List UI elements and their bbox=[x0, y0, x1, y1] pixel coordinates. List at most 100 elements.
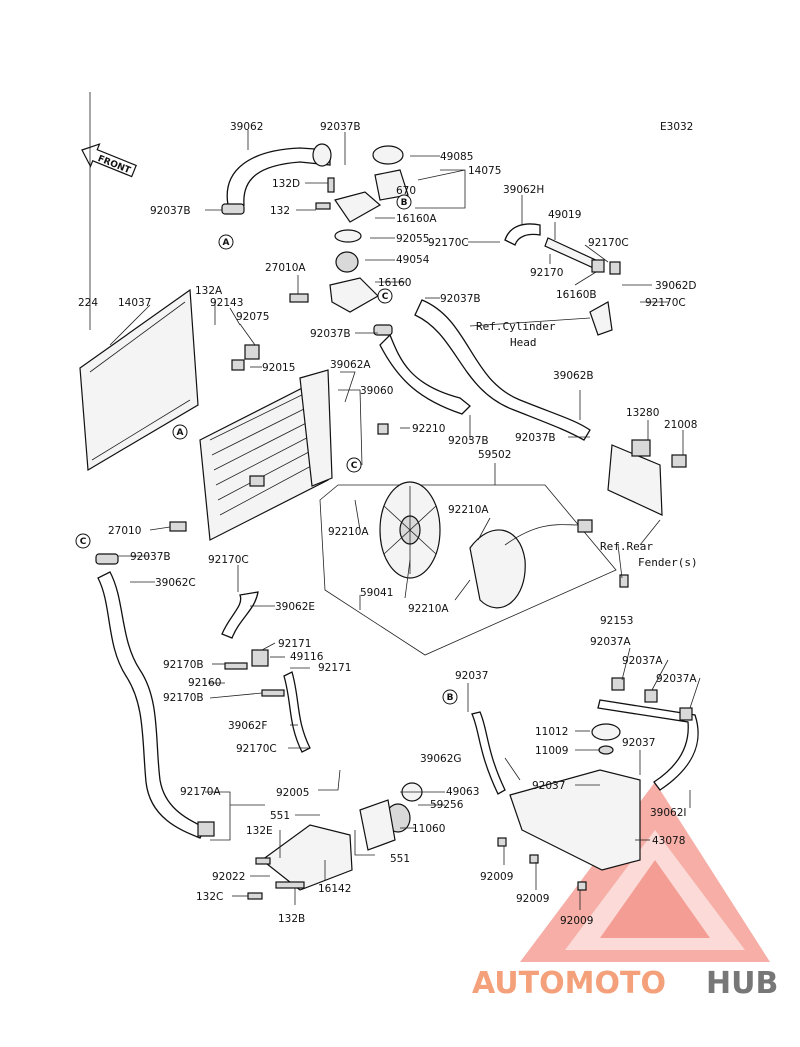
part-label: 92171 bbox=[278, 638, 311, 650]
fan-motor bbox=[469, 529, 526, 609]
marker-c-left: C bbox=[75, 533, 91, 549]
bolt-132D bbox=[327, 177, 335, 193]
part-label: 43078 bbox=[652, 835, 685, 847]
watermark-logo: AUTOMOTO HUB bbox=[472, 966, 778, 1001]
bolt-92153 bbox=[619, 574, 629, 588]
svg-text:C: C bbox=[80, 537, 87, 547]
sensor-27010 bbox=[169, 521, 187, 532]
part-label: 92009 bbox=[480, 871, 513, 883]
part-label: 92009 bbox=[516, 893, 549, 905]
part-label: 92037 bbox=[532, 780, 565, 792]
clip-21008 bbox=[671, 454, 687, 468]
part-label: 92170C bbox=[588, 237, 629, 249]
clamp-92037A-b bbox=[644, 689, 658, 703]
svg-text:A: A bbox=[177, 428, 184, 438]
part-label: 39062B bbox=[553, 370, 594, 382]
gasket-11009 bbox=[598, 745, 614, 755]
part-label: 92037 bbox=[455, 670, 488, 682]
hose-39062A bbox=[379, 333, 471, 415]
part-labels: 39062 92037B 49085 14075 132D 670 132 16… bbox=[78, 121, 697, 927]
part-label: 92170C bbox=[645, 297, 686, 309]
diagram-code: E3032 bbox=[660, 121, 693, 133]
bolt-132C bbox=[247, 892, 263, 900]
part-label: 92037B bbox=[320, 121, 361, 133]
clamp-92037A-a bbox=[611, 677, 625, 691]
part-label: 224 bbox=[78, 297, 98, 309]
part-label: 92210A bbox=[328, 526, 369, 538]
hose-39062I bbox=[597, 699, 699, 791]
clamp-92037B-a bbox=[221, 203, 245, 215]
part-label: 16160 bbox=[378, 277, 411, 289]
marker-b-low: B bbox=[442, 689, 458, 705]
svg-text:Ref.Cylinder: Ref.Cylinder bbox=[476, 320, 556, 333]
svg-text:C: C bbox=[351, 461, 358, 471]
part-label: 14037 bbox=[118, 297, 151, 309]
part-label: 49063 bbox=[446, 786, 479, 798]
part-label: 16142 bbox=[318, 883, 351, 895]
part-label: 92037B bbox=[150, 205, 191, 217]
part-label: 92037B bbox=[448, 435, 489, 447]
part-label: 132B bbox=[278, 913, 305, 925]
water-pump-16142 bbox=[261, 824, 353, 891]
sensor-27010A bbox=[289, 293, 309, 303]
part-label: 92171 bbox=[318, 662, 351, 674]
svg-text:Ref.Rear: Ref.Rear bbox=[600, 540, 653, 553]
part-label: 14075 bbox=[468, 165, 501, 177]
part-label: 92210A bbox=[448, 504, 489, 516]
watermark-triangle-icon bbox=[520, 782, 770, 962]
clip-92170B-b bbox=[261, 689, 285, 697]
part-label: 59256 bbox=[430, 799, 464, 811]
part-label: 39062C bbox=[155, 577, 196, 589]
svg-text:B: B bbox=[447, 693, 454, 703]
part-label: 11012 bbox=[535, 726, 568, 738]
clamp-92170A bbox=[197, 821, 215, 837]
radiator-cap bbox=[372, 145, 404, 165]
part-label: 92005 bbox=[276, 787, 309, 799]
part-label: 92037A bbox=[590, 636, 631, 648]
filler-neck bbox=[374, 169, 409, 201]
ref-cylinder-head: Ref.Cylinder Head bbox=[476, 320, 556, 349]
hose-end bbox=[312, 143, 332, 167]
part-label: 551 bbox=[390, 853, 410, 865]
valve-49116 bbox=[251, 649, 269, 667]
hose-39062B bbox=[414, 299, 591, 441]
part-label: 92015 bbox=[262, 362, 295, 374]
ref-rear-fender: Ref.Rear Fender(s) bbox=[600, 540, 698, 569]
marker-c-top: C bbox=[377, 288, 393, 304]
part-label: 92170A bbox=[180, 786, 221, 798]
part-label: 49019 bbox=[548, 209, 581, 221]
part-label: 39062H bbox=[503, 184, 544, 196]
part-label: 92037B bbox=[130, 551, 171, 563]
marker-b-top: B bbox=[396, 194, 412, 210]
part-label: 92210A bbox=[408, 603, 449, 615]
part-label: 92055 bbox=[396, 233, 429, 245]
watermark-text-part2: HUB bbox=[706, 966, 778, 1001]
part-label: 13280 bbox=[626, 407, 659, 419]
leader-lines bbox=[89, 92, 701, 910]
svg-text:C: C bbox=[382, 292, 389, 302]
part-label: 21008 bbox=[664, 419, 697, 431]
part-label: 27010 bbox=[108, 525, 141, 537]
part-label: 39062F bbox=[228, 720, 267, 732]
svg-text:Head: Head bbox=[510, 336, 537, 349]
part-label: 92170B bbox=[163, 659, 204, 671]
thermostat-housing-16160 bbox=[329, 277, 379, 313]
collar-92210 bbox=[377, 423, 389, 435]
part-label: 92075 bbox=[236, 311, 269, 323]
part-label: 11009 bbox=[535, 745, 568, 757]
part-label: 92170C bbox=[208, 554, 249, 566]
hose-39062D bbox=[589, 301, 613, 336]
part-label: 16160A bbox=[396, 213, 437, 225]
part-label: 39062G bbox=[420, 753, 462, 765]
part-label: 670 bbox=[396, 185, 416, 197]
part-label: 92210 bbox=[412, 423, 445, 435]
part-label: 132C bbox=[196, 891, 223, 903]
part-label: 92170C bbox=[236, 743, 277, 755]
clamp-92037B-c bbox=[95, 553, 119, 565]
rear-fender-ref bbox=[607, 444, 663, 516]
bolt-132E bbox=[255, 857, 271, 865]
part-label: 49116 bbox=[290, 651, 324, 663]
part-label: 59041 bbox=[360, 587, 393, 599]
bolt-132B bbox=[275, 881, 305, 889]
